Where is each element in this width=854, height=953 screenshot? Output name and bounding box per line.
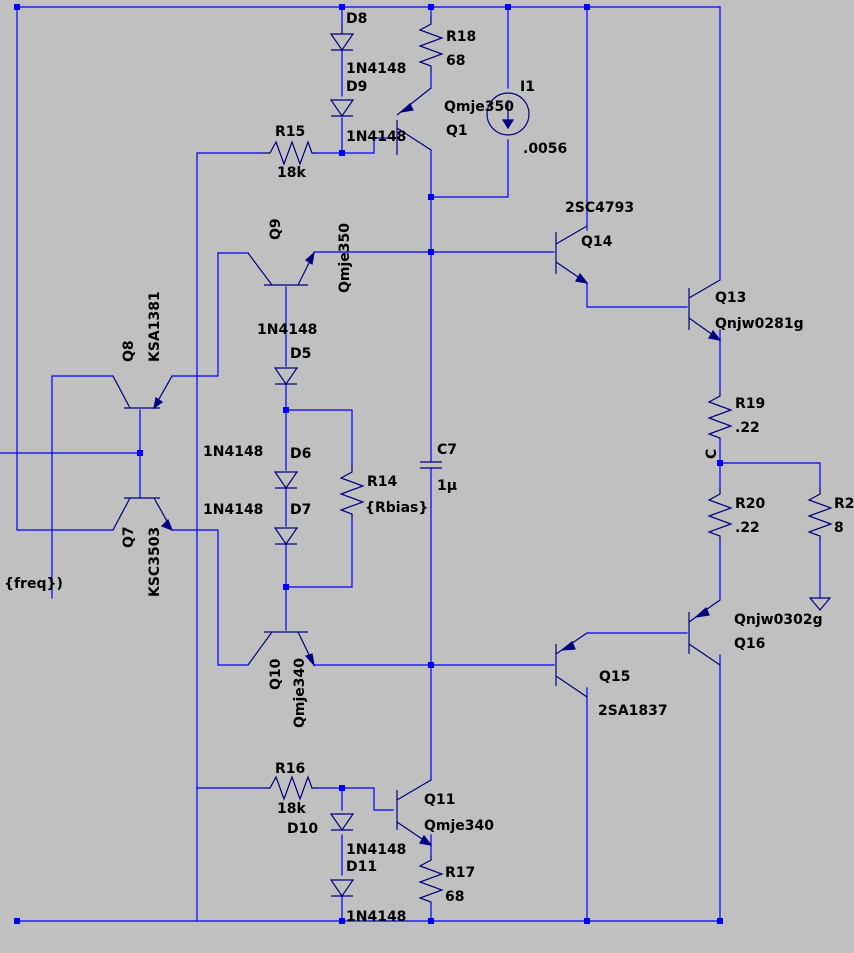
label-r18: R18 [446,29,476,45]
transistor-q16 [688,599,721,666]
label-q8: Q8 [121,340,137,362]
label-d11-model: 1N4148 [346,909,406,925]
label-r14-val: {Rbias} [365,500,428,516]
diode-d10 [329,813,355,832]
diode-d5 [273,367,299,386]
label-d9: D9 [346,79,367,95]
label-i1-val: .0056 [523,141,567,157]
label-d11: D11 [346,859,377,875]
transistor-q11 [396,779,433,846]
label-r16: R16 [275,761,305,777]
label-q14-model: 2SC4793 [565,200,634,216]
wires [0,6,821,922]
label-q7-model: KSC3503 [147,527,163,597]
label-q11-model: Qmje340 [424,818,494,834]
resistor-r14 [339,466,365,519]
label-d10-model: 1N4148 [346,842,406,858]
junctions [14,4,723,924]
resistor-r18 [418,18,444,73]
label-net-c: C [704,449,720,459]
transistor-q7 [112,497,174,532]
diode-d11 [329,879,355,898]
diode-d9 [329,99,355,118]
label-q1-model: Qmje350 [444,99,514,115]
label-r19-val: .22 [735,420,760,436]
resistor-r20 [707,488,733,540]
label-q10: Q10 [268,658,284,690]
transistor-q1 [396,87,432,155]
resistor-r16 [263,775,318,801]
diode-d6 [273,471,299,490]
label-r2-val: 8 [834,520,844,536]
label-r2: R2 [834,496,854,512]
label-q14: Q14 [581,234,613,250]
label-d8: D8 [346,11,367,27]
transistor-q8 [112,375,173,410]
diode-d8 [329,24,355,52]
label-q9-model: Qmje350 [337,223,353,293]
transistor-q10 [247,631,315,667]
label-q13: Q13 [715,290,746,306]
transistor-q9 [247,251,315,286]
label-r18-val: 68 [446,53,465,69]
transistor-q14 [555,225,589,284]
resistor-r19 [707,390,733,440]
label-q16-model: Qnjw0302g [734,612,823,628]
label-q11: Q11 [424,792,455,808]
transistor-q15 [555,632,588,698]
label-i1: I1 [520,79,535,95]
label-r16-val: 18k [277,801,306,817]
label-d7: D7 [290,502,311,518]
label-d8-model: 1N4148 [346,61,406,77]
label-d10: D10 [287,821,318,837]
label-q15: Q15 [599,669,630,685]
label-r14: R14 [367,474,398,490]
label-q16: Q16 [734,636,765,652]
label-r15: R15 [275,124,305,140]
label-r17-val: 68 [445,889,464,905]
label-d5: D5 [290,346,311,362]
label-d6: D6 [290,446,311,462]
transistor-q13 [688,279,722,341]
label-c7: C7 [437,442,457,458]
label-q9: Q9 [268,218,284,240]
label-d7-model: 1N4148 [203,502,263,518]
current-source-i1 [486,92,530,136]
resistor-r17 [418,855,444,905]
label-d5-model: 1N4148 [257,322,317,338]
label-q15-model: 2SA1837 [598,703,668,719]
label-q8-model: KSA1381 [147,291,163,362]
label-q13-model: Qnjw0281g [715,316,804,332]
diode-d7 [273,527,299,546]
components [112,18,833,905]
resistor-r15 [263,140,318,166]
label-r17: R17 [445,865,475,881]
label-d9-model: 1N4148 [346,129,406,145]
label-r15-val: 18k [277,165,306,181]
ground-symbol [808,597,832,611]
labels: D8 1N4148 D9 R18 68 I1 Qmje350 Q1 .0056 … [4,11,854,925]
label-q1: Q1 [446,123,468,139]
label-d6-model: 1N4148 [203,444,263,460]
resistor-r2 [807,488,833,540]
label-freq: {freq}) [4,576,63,592]
label-r20: R20 [735,496,766,512]
label-q10-model: Qmje340 [292,658,308,728]
label-c7-val: 1µ [437,478,457,494]
label-r19: R19 [735,396,765,412]
label-q7: Q7 [121,526,137,548]
capacitor-c7 [420,461,442,469]
label-r20-val: .22 [735,520,760,536]
